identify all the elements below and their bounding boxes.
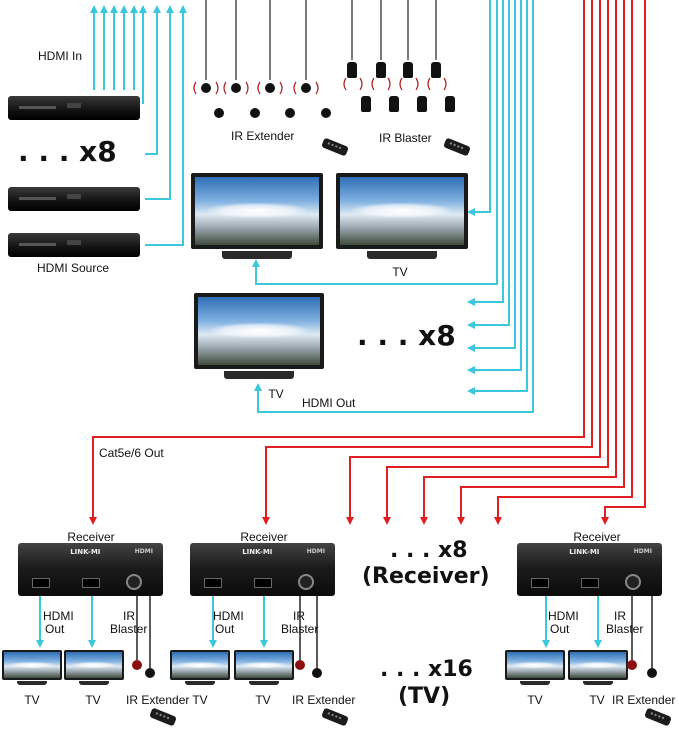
- ir-extender-eye-icon: [231, 83, 241, 93]
- tv-display: [170, 650, 230, 688]
- hdmi-out-sub-label: HDMI: [213, 609, 244, 623]
- tv-display: [194, 293, 324, 385]
- hdmi-source-player-3: [8, 233, 140, 257]
- ir-wave-arcs: [193, 77, 447, 95]
- receiver-label: Receiver: [67, 530, 115, 544]
- hdmi-output-lines: [252, 0, 534, 413]
- ir-blaster-icon: [361, 96, 371, 112]
- ir-extender-label: IR Extender: [612, 693, 676, 707]
- tv-display: [336, 173, 468, 263]
- blaster-sub-label: Blaster: [110, 622, 148, 636]
- ir-sub-label: IR: [614, 609, 626, 623]
- ir-cables-top: [205, 0, 437, 80]
- tv-display: [505, 650, 565, 688]
- x8-sources-label: . . . x8: [18, 135, 117, 168]
- ir-extender-eye-icon: [285, 108, 295, 118]
- tv-label: TV: [268, 387, 284, 401]
- blaster-sub-label: Blaster: [281, 622, 319, 636]
- ir-sub-label: IR: [293, 609, 305, 623]
- tv-display: [191, 173, 323, 263]
- ir-extender-label: IR Extender: [292, 693, 356, 707]
- ir-blaster-label: IR Blaster: [379, 131, 432, 145]
- ir-extender-eye-icon: [312, 668, 322, 678]
- cat5e-output-lines: [89, 0, 646, 525]
- ir-blaster-icon: [445, 96, 455, 112]
- ir-sub-label: IR: [123, 609, 135, 623]
- hdmi-in-label: HDMI In: [38, 49, 83, 63]
- ir-blaster-icon: [403, 62, 413, 78]
- tv-label: TV: [589, 693, 605, 707]
- tv-display: [568, 650, 628, 688]
- brand-logo: LINK-MI: [569, 548, 600, 556]
- tv-label: TV: [192, 693, 208, 707]
- tv-label: TV: [255, 693, 271, 707]
- ir-extender-eye-icon: [214, 108, 224, 118]
- blaster-sub-label: Blaster: [606, 622, 644, 636]
- receiver-paren-label: (Receiver): [362, 564, 490, 589]
- ir-blaster-icon: [132, 660, 142, 670]
- ir-extender-eye-icon: [321, 108, 331, 118]
- ir-extender-eye-icon: [145, 668, 155, 678]
- tv-label: TV: [392, 265, 408, 279]
- hdmi-source-player-1: [8, 96, 140, 120]
- tv-display: [64, 650, 124, 688]
- receiver-label: Receiver: [573, 530, 621, 544]
- ir-blaster-icon: [431, 62, 441, 78]
- ir-extender-eye-icon: [265, 83, 275, 93]
- hdmi-out-label: HDMI Out: [302, 396, 356, 410]
- out-sub-label: Out: [215, 622, 235, 636]
- ir-extender-eye-icon: [647, 668, 657, 678]
- ir-blaster-icon: [417, 96, 427, 112]
- hdmi-input-lines: [90, 5, 187, 246]
- ir-extender-eye-icon: [301, 83, 311, 93]
- tv-label: TV: [24, 693, 40, 707]
- hdmi-logo: HDMI: [134, 548, 153, 555]
- ir-extender-label: IR Extender: [231, 129, 295, 143]
- brand-logo: LINK-MI: [70, 548, 101, 556]
- hdmi-out-sub-label: HDMI: [548, 609, 579, 623]
- ir-blaster-icon: [347, 62, 357, 78]
- tv-label: TV: [527, 693, 543, 707]
- ir-extender-eye-icon: [250, 108, 260, 118]
- brand-logo: LINK-MI: [242, 548, 273, 556]
- ir-extender-eye-icon: [201, 83, 211, 93]
- receiver-unit: LINK-MI HDMI: [190, 543, 335, 596]
- x8-tvs-label: . . . x8: [357, 319, 456, 352]
- ir-extender-label: IR Extender: [126, 693, 190, 707]
- receiver-unit: LINK-MI HDMI: [18, 543, 163, 596]
- receiver-label: Receiver: [240, 530, 288, 544]
- hdmi-out-sub-label: HDMI: [43, 609, 74, 623]
- out-sub-label: Out: [45, 622, 65, 636]
- hdmi-logo: HDMI: [633, 548, 652, 555]
- receiver-unit: LINK-MI HDMI: [517, 543, 662, 596]
- cat5e-out-label: Cat5e/6 Out: [99, 446, 164, 460]
- x16-label: . . . x16: [380, 657, 473, 682]
- out-sub-label: Out: [550, 622, 570, 636]
- tv-display: [234, 650, 294, 688]
- tv-label: TV: [85, 693, 101, 707]
- tv-paren-label: (TV): [398, 684, 451, 709]
- hdmi-logo: HDMI: [306, 548, 325, 555]
- ir-blaster-icon: [389, 96, 399, 112]
- receiver-ir-cables: [136, 596, 653, 668]
- tv-display: [2, 650, 62, 688]
- hdmi-source-label: HDMI Source: [37, 261, 110, 275]
- ir-blaster-icon: [295, 660, 305, 670]
- hdmi-source-player-2: [8, 187, 140, 211]
- ir-blaster-icon: [376, 62, 386, 78]
- ir-blaster-icon: [627, 660, 637, 670]
- x8-receiver-label: . . . x8: [390, 538, 468, 563]
- receiver-hdmi-down-lines: [36, 596, 602, 648]
